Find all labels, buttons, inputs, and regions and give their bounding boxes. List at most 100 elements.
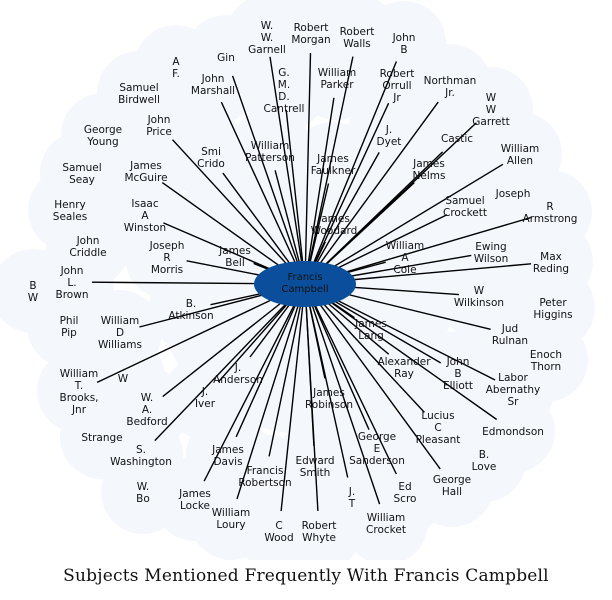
node-label-line: Crocket [366,524,406,536]
node-label[interactable]: S.Washington [110,444,172,468]
node-label[interactable]: Edmondson [482,426,544,438]
node-label-line: James [316,153,349,165]
node-label-line: Abernathy [486,384,541,396]
node-label[interactable]: B.Love [472,449,497,473]
node-label[interactable]: B.Atkinson [168,298,213,322]
node-label-line: Price [146,126,172,138]
node-label-line: McGuire [124,172,167,184]
node-label-line: Bo [136,493,150,505]
node-label-line: Smith [300,467,331,479]
node-label-line: Dyet [377,136,402,148]
node-label-line: Gin [217,52,235,64]
node-label-line: Robert [302,520,337,532]
node-label[interactable]: Castic [441,133,473,145]
node-label-line: Criddle [69,247,106,259]
node-label[interactable]: J.Dyet [377,124,402,148]
node-label-line: Locke [180,500,210,512]
node-label[interactable]: W.Bo [136,481,150,505]
node-label[interactable]: W.A.Bedford [126,392,167,428]
node-label-line: James [129,160,162,172]
node-label-line: B. [186,298,197,310]
node-label[interactable]: J.T [348,486,356,510]
edge-line [268,283,306,457]
node-label-line: Iver [195,398,216,410]
node-label-line: George [358,431,396,443]
node-label[interactable]: G.M.D.Cantrell [264,67,305,115]
node-label-line: Alexander [377,356,431,368]
node-label-line: B [29,280,36,292]
edge-line [304,52,312,285]
node-label-line: B. [479,449,490,461]
node-label[interactable]: J.Anderson [213,362,263,386]
node-label[interactable]: Strange [81,432,122,444]
node-label[interactable]: Joseph [495,188,531,200]
node-label-line: Francis [247,465,284,477]
node-label[interactable]: J.Iver [195,386,216,410]
center-node-ellipse[interactable] [254,261,356,307]
node-label-line: Robertson [238,477,291,489]
node-label[interactable]: W [118,373,129,385]
node-label-line: Jnr [71,404,87,416]
node-label[interactable]: W.W.Garnell [248,20,286,56]
node-label-line: Faulkner [311,165,356,177]
node-label[interactable]: Gin [217,52,235,64]
